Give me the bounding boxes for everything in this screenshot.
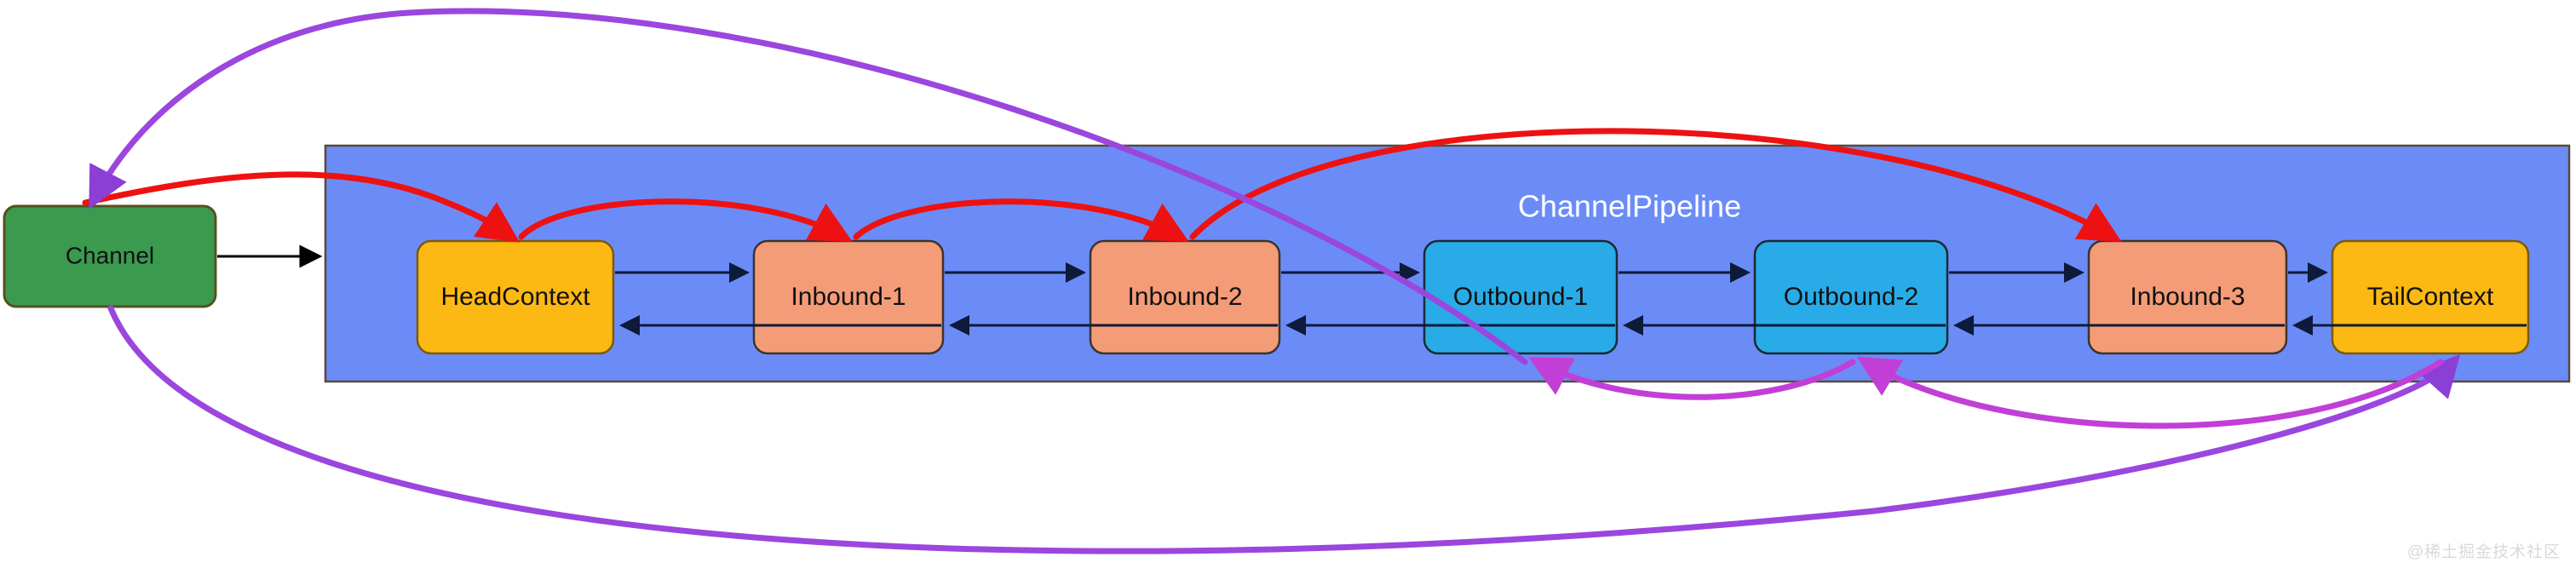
pipeline-node-inbound1[interactable]: Inbound-1	[752, 239, 945, 355]
chain-link-inbound1-inbound2	[945, 262, 1278, 336]
node-label: Inbound-1	[791, 283, 906, 311]
pipeline-node-inbound2[interactable]: Inbound-2	[1089, 239, 1281, 355]
pipeline-node-inbound3[interactable]: Inbound-3	[2087, 239, 2288, 355]
pipeline-node-outbound1[interactable]: Outbound-1	[1423, 239, 1619, 355]
channel-label: Channel	[66, 242, 154, 268]
inbound-flow-arrows	[82, 128, 2122, 243]
chain-link-outbound2-inbound3	[1949, 262, 2285, 336]
outbound-flow-arrows	[89, 8, 2461, 554]
chain-link-inbound3-tail	[2288, 262, 2527, 336]
inbound-arrow-inbound2-to-inbound3	[1189, 128, 2122, 243]
node-label: HeadContext	[440, 283, 590, 311]
channelpipeline-title: ChannelPipeline	[1518, 189, 1741, 224]
node-label: TailContext	[2367, 283, 2494, 311]
outbound-arrow-tail-to-outbound2	[1856, 356, 2444, 429]
node-label: Inbound-3	[2130, 283, 2245, 311]
pipeline-node-head[interactable]: HeadContext	[416, 239, 615, 355]
outbound-arrow-outbound2-to-outbound1	[1528, 357, 1856, 400]
pipeline-node-tail[interactable]: TailContext	[2331, 239, 2530, 355]
chain-link-outbound1-outbound2	[1619, 262, 1946, 336]
outbound-arrow-channel-to-tail	[107, 305, 2461, 554]
inbound-arrow-head-to-inbound1	[518, 198, 853, 242]
chain-link-head-inbound1	[615, 262, 941, 336]
node-label: Outbound-2	[1784, 283, 1918, 311]
pipeline-node-outbound2[interactable]: Outbound-2	[1753, 239, 1949, 355]
inbound-arrow-channel-to-head	[82, 171, 520, 243]
outbound-arrow-outbound1-to-channel	[89, 8, 1528, 365]
node-label: Inbound-2	[1127, 283, 1242, 311]
inbound-arrow-inbound1-to-inbound2	[853, 198, 1189, 242]
node-label: Outbound-1	[1453, 283, 1588, 311]
watermark-text: @稀土掘金技术社区	[2406, 543, 2561, 561]
